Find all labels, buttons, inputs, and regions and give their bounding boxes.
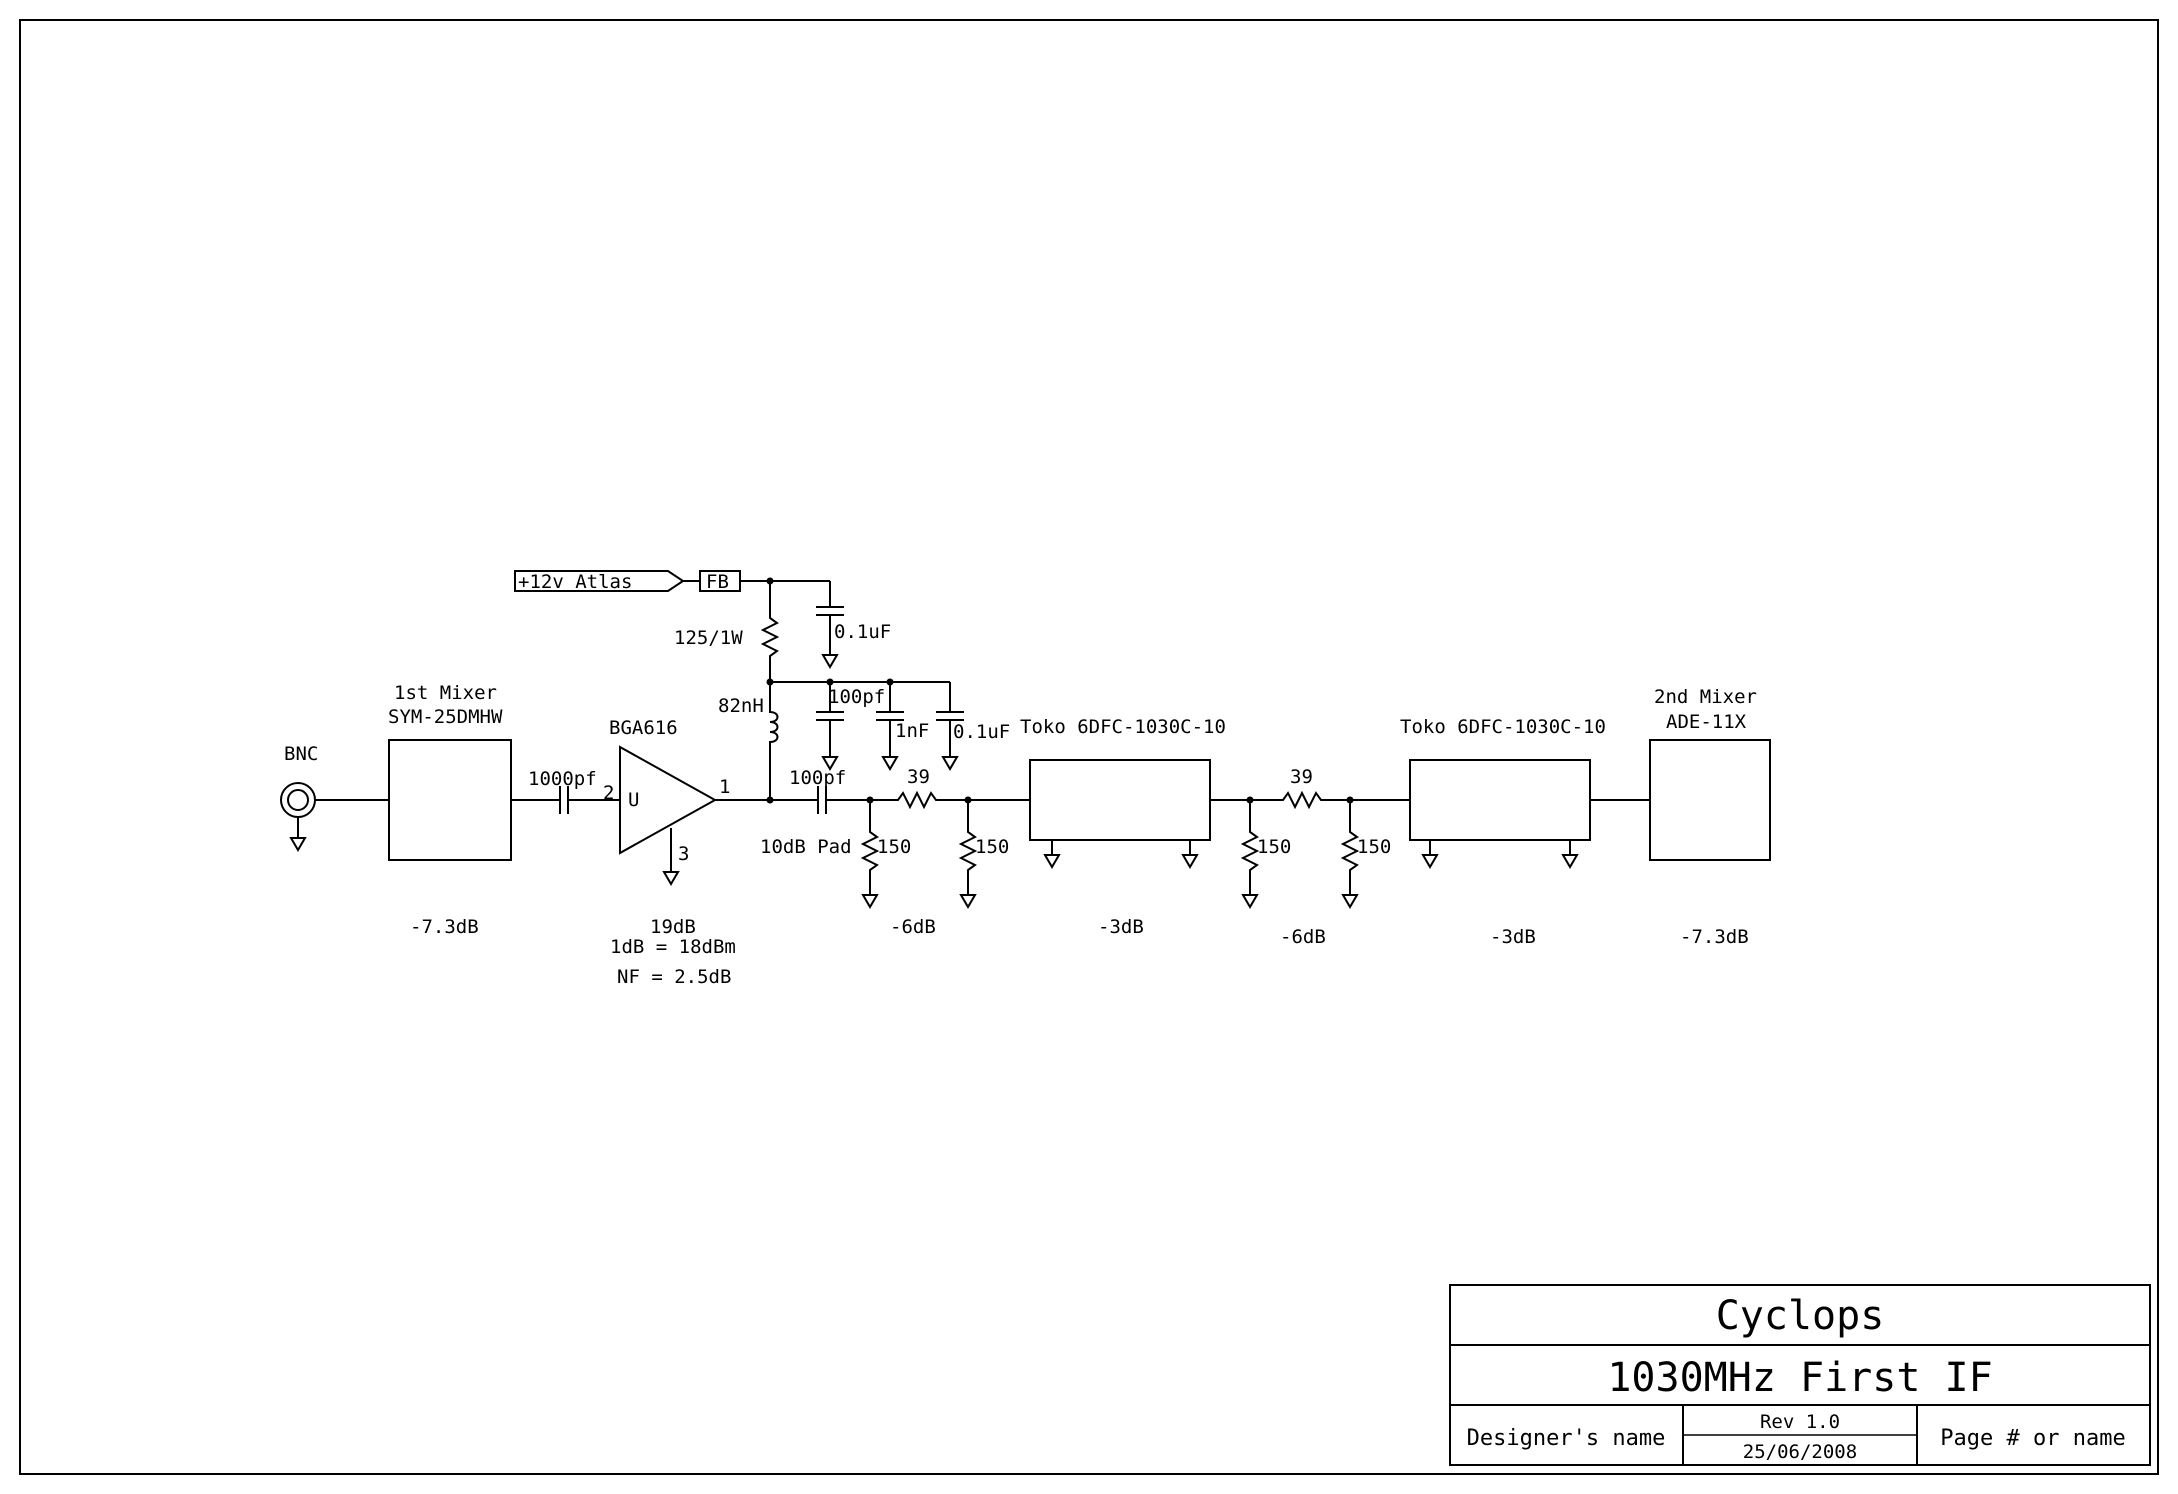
capacitor-decoupling-100pf: 100pf	[816, 682, 885, 771]
pad1-shunt-b-label: 150	[975, 836, 1009, 858]
resistor-bias: 125/1W	[674, 581, 780, 682]
attenuator-pad-2: 39 150 150	[1240, 766, 1391, 909]
mixer-1: 1st Mixer SYM-25DMHW	[388, 682, 512, 861]
pad1-series-label: 39	[907, 766, 930, 788]
capacitor-coupling-1000pf: 1000pf	[528, 768, 615, 814]
gain-mixer1: -7.3dB	[410, 916, 479, 938]
pad2-shunt-b-label: 150	[1357, 836, 1391, 858]
capacitor-decoupling-01uf: 0.1uF	[936, 682, 1010, 771]
pad1-shunt-a-label: 150	[877, 836, 911, 858]
amp-pin-u: U	[628, 789, 639, 811]
mixer1-part: SYM-25DMHW	[388, 706, 503, 728]
bnc-label: BNC	[284, 743, 318, 765]
capacitor-decoupling-top: 0.1uF	[816, 581, 891, 669]
title-block: Cyclops 1030MHz First IF Designer's name…	[1449, 1284, 2151, 1466]
filter-1: Toko 6DFC-1030C-10	[1020, 716, 1226, 869]
supply-label: +12v Atlas	[518, 571, 632, 593]
amplifier-bga616: BGA616 2 U 1 3	[603, 717, 730, 886]
inductor-choke: 82nH	[718, 682, 779, 800]
gain-filter1: -3dB	[1098, 916, 1144, 938]
sheet-title: 1030MHz First IF	[1607, 1355, 1992, 1401]
revision: Rev 1.0	[1760, 1411, 1840, 1433]
mixer2-name: 2nd Mixer	[1654, 686, 1757, 708]
amp-pin-out: 1	[719, 776, 730, 798]
filter1-label: Toko 6DFC-1030C-10	[1020, 716, 1226, 738]
decoupling-top-label: 0.1uF	[834, 621, 891, 643]
capacitor-output-100pf: 100pf	[789, 767, 870, 814]
decoupling-100pf-label: 100pf	[828, 686, 885, 708]
filter2-label: Toko 6DFC-1030C-10	[1400, 716, 1606, 738]
decoupling-1nf-label: 1nF	[895, 720, 929, 742]
mixer-2: 2nd Mixer ADE-11X	[1649, 686, 1771, 861]
gain-pad2: -6dB	[1280, 926, 1326, 948]
date: 25/06/2008	[1743, 1441, 1857, 1463]
ferrite-label: FB	[706, 571, 729, 593]
amp-pin-in: 2	[603, 782, 614, 804]
gain-mixer2: -7.3dB	[1680, 926, 1749, 948]
gain-filter2: -3dB	[1490, 926, 1536, 948]
attenuator-pad-1: 39 150 150 10dB Pad	[760, 766, 1009, 909]
pad2-shunt-a-label: 150	[1257, 836, 1291, 858]
capacitor-decoupling-1nf: 1nF	[876, 682, 929, 771]
amp-part: BGA616	[609, 717, 678, 739]
project-name: Cyclops	[1716, 1293, 1885, 1339]
mixer1-name: 1st Mixer	[394, 682, 497, 704]
gain-pad1: -6dB	[890, 916, 936, 938]
designer-name: Designer's name	[1467, 1426, 1666, 1451]
pad2-series-label: 39	[1290, 766, 1313, 788]
sheet-border	[19, 19, 2159, 1475]
decoupling-01uf-label: 0.1uF	[953, 721, 1010, 743]
pad-label: 10dB Pad	[760, 836, 852, 858]
page-name: Page # or name	[1940, 1426, 2125, 1451]
mixer2-part: ADE-11X	[1666, 711, 1747, 733]
gain-amp-nf: NF = 2.5dB	[617, 966, 731, 988]
choke-label: 82nH	[718, 695, 764, 717]
bnc-connector: BNC	[280, 743, 318, 852]
amp-pin-gnd: 3	[678, 843, 689, 865]
coupling-cap-label: 1000pf	[528, 768, 597, 790]
supply-port: +12v Atlas	[514, 570, 685, 593]
output-cap-label: 100pf	[789, 767, 846, 789]
gain-amp-p1db: 1dB = 18dBm	[610, 936, 736, 958]
gain-amp: 19dB	[650, 916, 696, 938]
filter-2: Toko 6DFC-1030C-10	[1400, 716, 1606, 869]
bias-resistor-label: 125/1W	[674, 627, 743, 649]
ferrite-bead: FB	[699, 570, 741, 593]
